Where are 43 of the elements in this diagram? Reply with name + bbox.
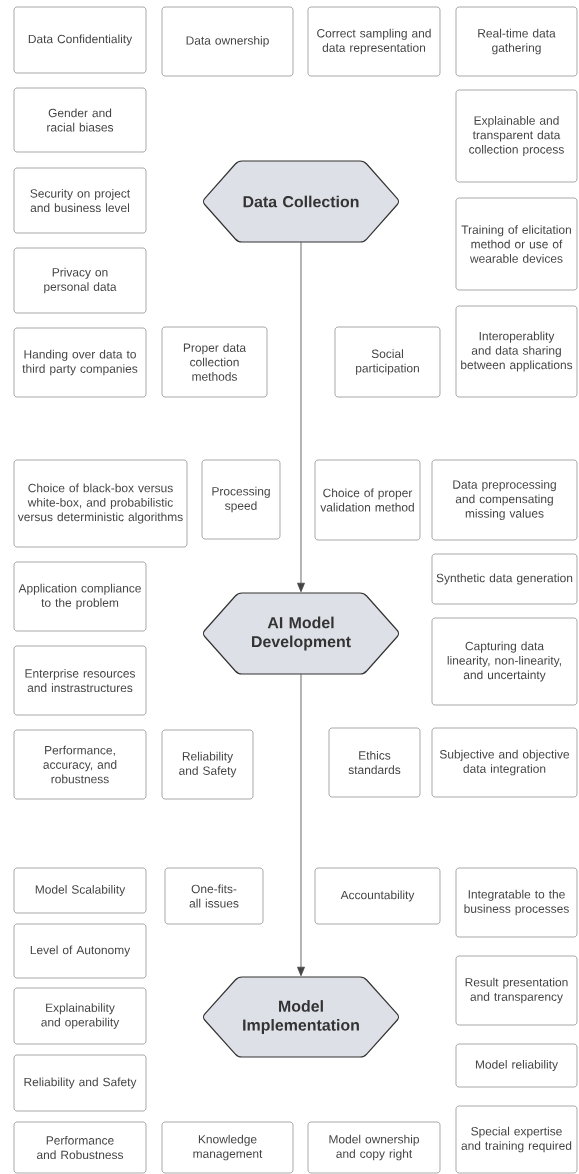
text-box: Correct sampling and data representation [307,6,441,77]
text-box: Data preprocessing and compensating missing values [431,459,578,541]
hexagon-node: Model Implementation [202,976,400,1058]
text-box: Real-time data gathering [455,6,578,77]
text-box: Reliability and Safety [161,729,254,800]
text-box: Explainability and operability [13,987,147,1045]
text-box: One-fits-all issues [164,867,264,925]
text-box: Explainable and transparent data collection process [455,89,578,183]
text-box: Subjective and objective data integration [431,727,578,798]
text-box: Social participation [334,326,441,398]
text-box: Performance, accuracy, and robustness [13,729,147,800]
text-box: Training of elicitation method or use of wearable devices [455,197,578,291]
arrow [297,673,305,977]
text-box: Capturing data linearity, non-linearity, and uncertainty [431,617,578,706]
text-box: Performance and Robustness [13,1121,147,1174]
text-box: Proper data collection methods [161,326,268,398]
text-box: Special expertise and training required [455,1105,578,1174]
text-box: Enterprise resources and instrastructures [13,645,147,716]
text-box: Application compliance to the problem [13,561,147,632]
text-box: Reliability and Safety [13,1054,147,1112]
text-box: Accountability [314,867,441,925]
text-box: Result presentation and transparency [455,955,578,1026]
hexagon-node: AI Model Development [202,592,400,675]
text-box: Model ownership and copy right [307,1121,441,1174]
text-box: Data Confidentiality [13,6,147,74]
hexagon-node: Data Collection [202,160,400,243]
text-box: Security on project and business level [13,167,147,234]
text-box: Interoperablity and data sharing between applications [455,305,578,398]
text-box: Synthetic data generation [431,553,578,605]
text-box: Processing speed [201,459,281,540]
text-box: Gender and racial biases [13,87,147,153]
text-box: Choice of proper validation method [314,459,421,541]
text-box: Handing over data to third party companies [13,327,147,398]
text-box: Level of Autonomy [13,923,147,979]
text-box: Privacy on personal data [13,247,147,314]
text-box: Model Scalability [13,867,147,914]
text-box: Model reliability [455,1043,578,1088]
text-box: Ethics standards [328,727,421,798]
text-box: Integratable to the business processes [455,867,578,938]
text-box: Choice of black-box versus white-box, and probabilistic versus deterministic algorithms [13,459,188,548]
arrow [297,241,305,593]
text-box: Knowledge management [161,1121,294,1174]
text-box: Data ownership [161,6,294,77]
